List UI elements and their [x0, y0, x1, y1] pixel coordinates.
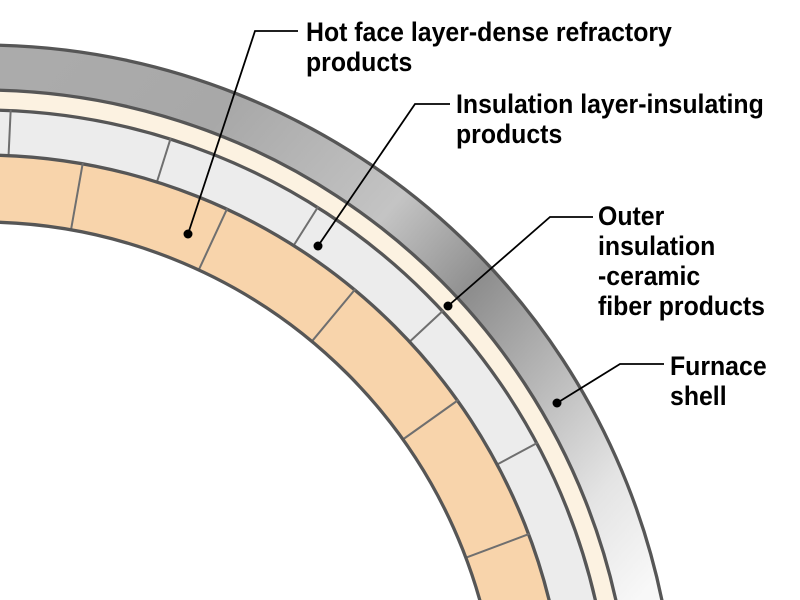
furnace-interior	[0, 220, 482, 600]
brick-joint	[401, 399, 459, 441]
brick-joint	[155, 137, 172, 184]
leader-dot-hot-face	[183, 229, 193, 239]
label-hot-face-layer: Hot face layer-dense refractory products	[306, 17, 672, 77]
leader-line-insulation	[317, 103, 450, 247]
brick-joint	[7, 109, 12, 157]
brick-joint	[197, 207, 229, 272]
brick-joint	[464, 532, 530, 560]
brick-joint	[69, 162, 84, 232]
insulation-brick-joints	[7, 109, 539, 466]
leader-line-outer-insulation	[447, 216, 593, 307]
label-furnace-shell: Furnace shell	[670, 351, 767, 411]
label-insulation-layer: Insulation layer-insulating products	[456, 89, 764, 149]
leader-dot-insulation	[313, 241, 323, 251]
brick-joint	[292, 206, 320, 247]
leader-line-hot-face	[187, 30, 298, 235]
brick-joint	[408, 309, 444, 344]
leader-line-furnace-shell	[556, 363, 664, 404]
leader-dot-furnace-shell	[552, 398, 562, 408]
leader-dot-outer-insulation	[443, 301, 453, 311]
leader-dots	[183, 229, 562, 408]
hot-face-brick-joints	[69, 162, 530, 560]
leader-lines	[187, 30, 664, 404]
brick-joint	[310, 288, 357, 343]
brick-joint	[495, 441, 539, 466]
label-outer-insulation-layer: Outer insulation -ceramic fiber products	[598, 201, 765, 321]
